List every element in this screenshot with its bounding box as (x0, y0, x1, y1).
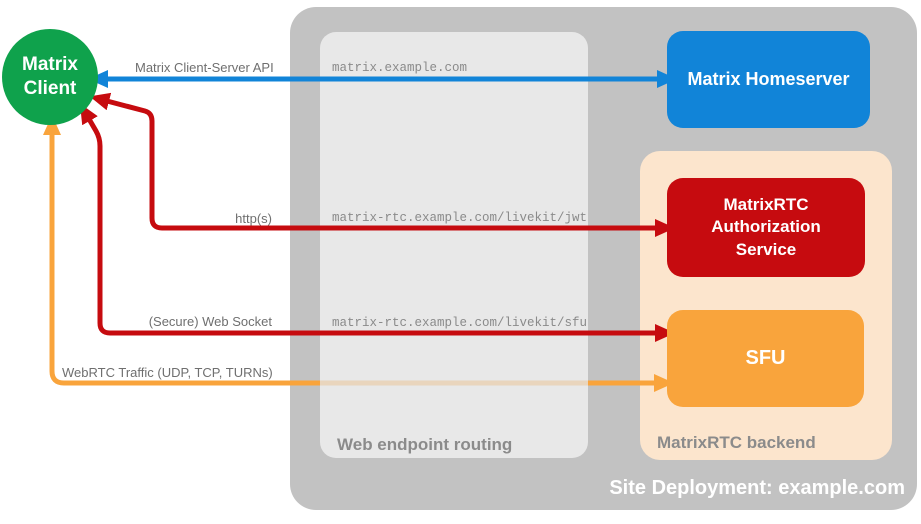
matrix-client-node: Matrix Client (2, 29, 98, 125)
site-deployment-caption: Site Deployment: example.com (609, 477, 905, 499)
matrixrtc-backend-caption: MatrixRTC backend (657, 433, 816, 452)
client-server-api-label: Matrix Client-Server API (135, 60, 274, 75)
authorization-service-label: MatrixRTC Authorization Service (711, 195, 821, 259)
endpoint-livekit-sfu: matrix-rtc.example.com/livekit/sfu (332, 316, 588, 330)
web-endpoint-routing-box (320, 32, 588, 458)
matrix-homeserver-node: Matrix Homeserver (667, 31, 870, 128)
endpoint-livekit-jwt: matrix-rtc.example.com/livekit/jwt (332, 211, 588, 225)
https-label: http(s) (235, 211, 272, 226)
arrow-webrtc-traffic (43, 115, 320, 386)
endpoint-matrix-example-com: matrix.example.com (332, 61, 468, 75)
matrixrtc-authorization-service-node: MatrixRTC Authorization Service (667, 178, 865, 277)
websocket-label: (Secure) Web Socket (148, 314, 272, 329)
web-endpoint-routing-caption: Web endpoint routing (337, 435, 513, 454)
webrtc-traffic-label: WebRTC Traffic (UDP, TCP, TURNs) (62, 365, 273, 380)
matrix-homeserver-label: Matrix Homeserver (687, 69, 850, 89)
matrix-client-label: Matrix Client (22, 54, 78, 99)
sfu-node: SFU (667, 310, 864, 407)
sfu-label: SFU (745, 347, 786, 369)
